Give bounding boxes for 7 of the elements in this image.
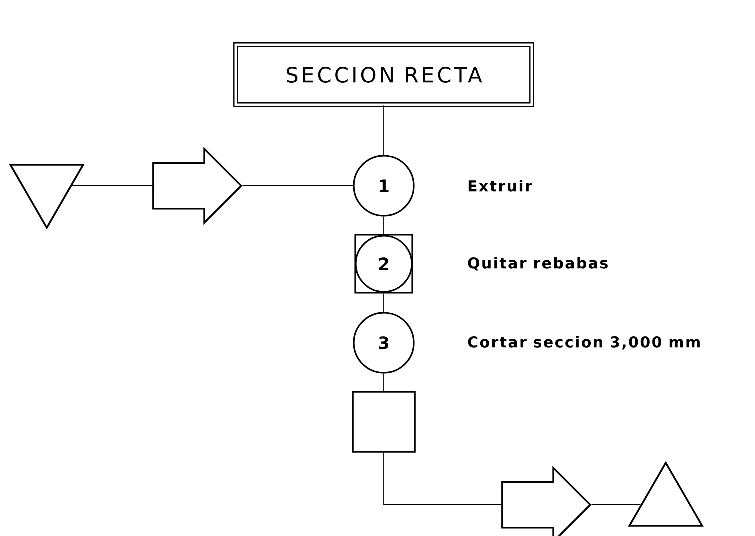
step-label: Quitar rebabas xyxy=(468,257,608,271)
connector-line xyxy=(384,452,502,506)
connector-line xyxy=(591,504,642,506)
step-label: Extruir xyxy=(468,180,532,192)
inspection-square xyxy=(352,391,416,453)
title-box: SECCION RECTA xyxy=(234,42,534,108)
step-label: Cortar seccion 3,000 mm xyxy=(468,336,700,350)
